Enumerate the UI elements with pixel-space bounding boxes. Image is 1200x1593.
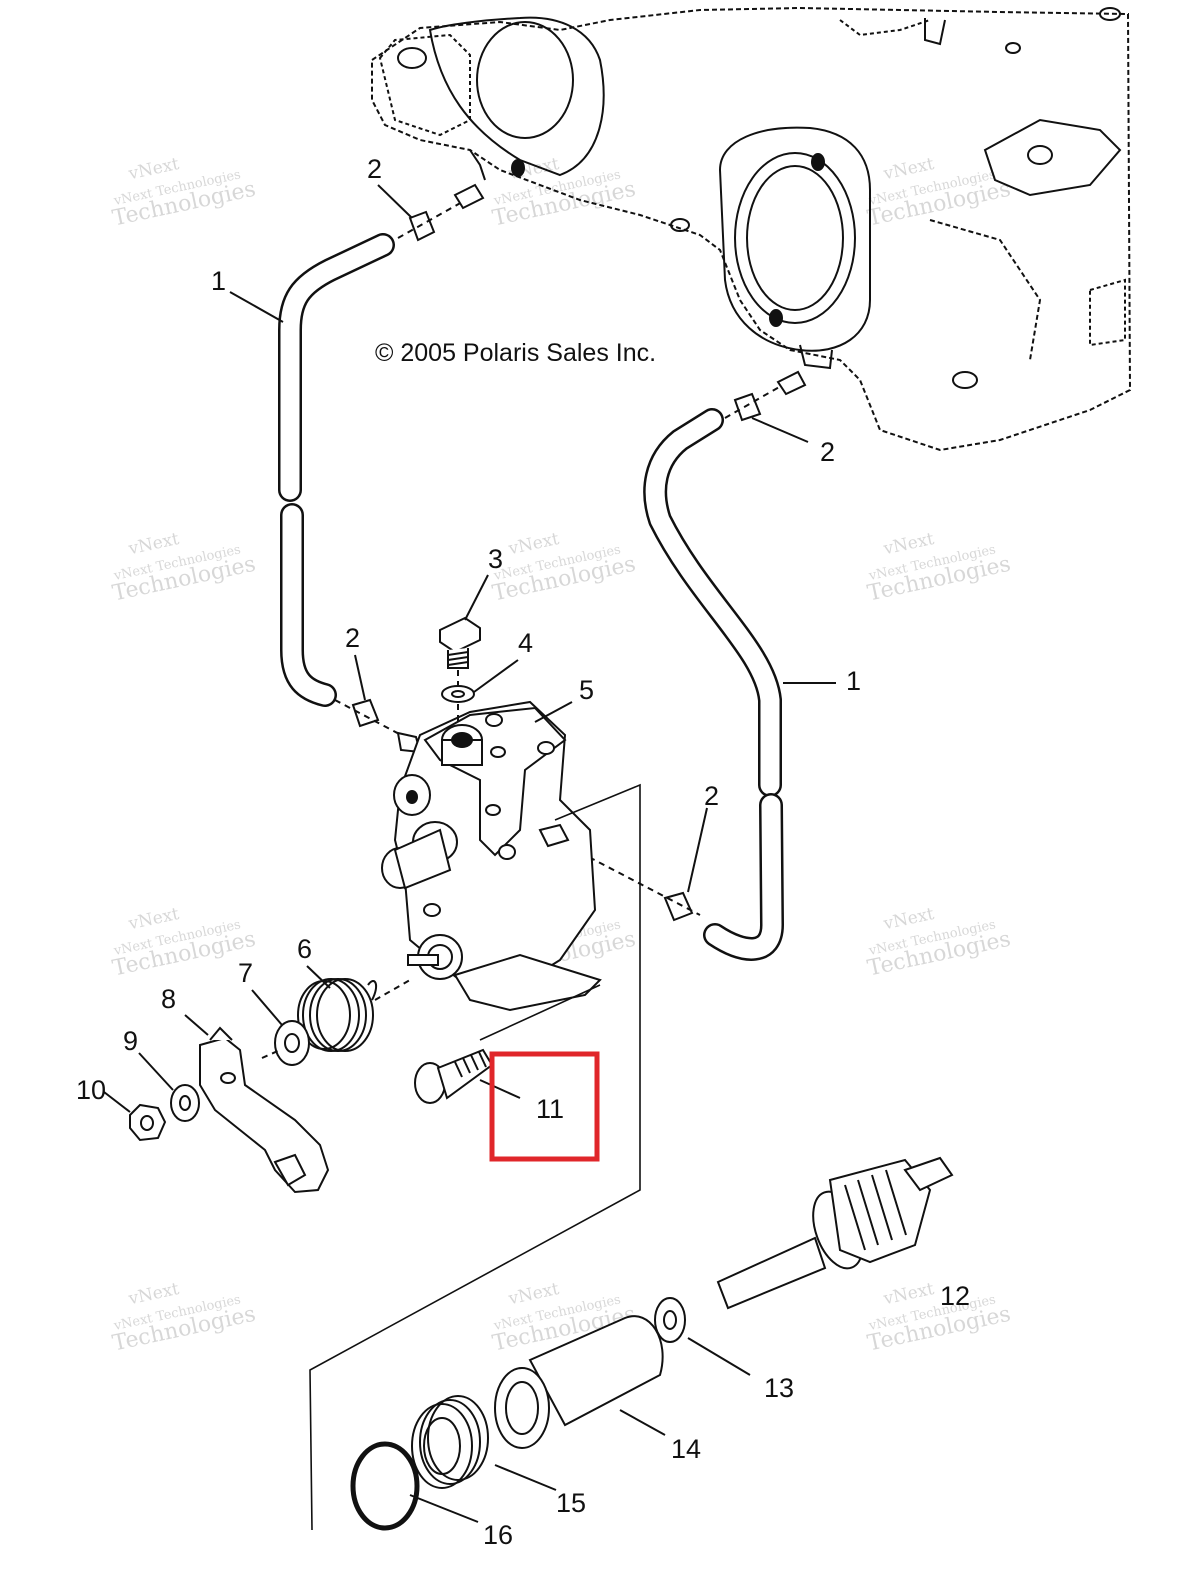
svg-text:vNext: vNext [126,1279,181,1309]
lever-item-8 [199,1026,330,1194]
svg-text:vNext: vNext [881,904,936,934]
svg-text:vNext: vNext [506,1279,561,1309]
callout-1: 1 [211,266,226,296]
watermark: vNext vNext Technologies Technologies [865,904,1013,981]
washer-item-4 [441,685,475,725]
callout-13: 13 [764,1373,794,1403]
engine-block [371,6,1132,452]
svg-text:vNext: vNext [881,529,936,559]
watermark: vNext vNext Technologies Technologies [490,154,638,231]
leader-lines [103,184,836,1523]
washer-item-7 [261,1020,310,1066]
drive-gear-item-12 [716,1156,954,1310]
callout-12: 12 [940,1281,970,1311]
bushing-item-14 [494,1315,664,1449]
watermark: vNext vNext Technologies Technologies [110,529,258,606]
callout-4: 4 [518,628,533,658]
callout-6: 6 [297,934,312,964]
callout-8: 8 [161,984,176,1014]
highlight-box [489,1051,600,1162]
callout-9: 9 [123,1026,138,1056]
watermark: vNext vNext Technologies Technologies [865,1279,1013,1356]
clamp-top-left [397,183,485,242]
callout-10: 10 [76,1075,106,1105]
watermark: vNext vNext Technologies Technologies [865,529,1013,606]
callout-16: 16 [483,1520,513,1550]
clamp-mid-left [334,698,422,754]
callout-2: 2 [345,623,360,653]
washer-item-13 [654,1297,686,1343]
spring-item-6 [297,978,411,1052]
callout-labels: 1 1 2 2 2 2 3 4 5 6 7 8 9 10 11 12 13 14… [76,154,970,1550]
watermark: vNext vNext Technologies Technologies [865,154,1013,231]
svg-text:vNext: vNext [126,904,181,934]
copyright-text: © 2005 Polaris Sales Inc. [375,339,656,367]
callout-5: 5 [579,675,594,705]
callout-2: 2 [820,437,835,467]
watermark: vNext vNext Technologies Technologies [110,154,258,231]
clamp-top-right [724,370,807,422]
callout-11: 11 [536,1094,564,1124]
svg-text:vNext: vNext [126,529,181,559]
svg-text:vNext: vNext [881,154,936,184]
screw-item-11 [414,1048,494,1104]
watermark: vNext vNext Technologies Technologies [110,1279,258,1356]
callout-2: 2 [704,781,719,811]
seal-item-15 [411,1395,489,1489]
svg-text:vNext: vNext [506,529,561,559]
callout-1: 1 [846,666,861,696]
oil-pump [381,700,602,1012]
nut-item-10 [129,1103,167,1142]
callout-15: 15 [556,1488,586,1518]
callout-2: 2 [367,154,382,184]
hose-right [643,408,784,961]
callout-7: 7 [238,958,253,988]
callout-3: 3 [488,544,503,574]
watermark: vNext vNext Technologies Technologies [490,529,638,606]
lockwasher-item-9 [170,1084,200,1122]
callout-14: 14 [671,1434,701,1464]
section-outline [309,783,641,1531]
ring-item-16 [350,1441,420,1531]
svg-text:vNext: vNext [126,154,181,184]
hose-left [278,233,395,707]
watermark: vNext vNext Technologies Technologies [110,904,258,981]
bolt-item-3 [439,616,481,690]
svg-text:vNext: vNext [881,1279,936,1309]
